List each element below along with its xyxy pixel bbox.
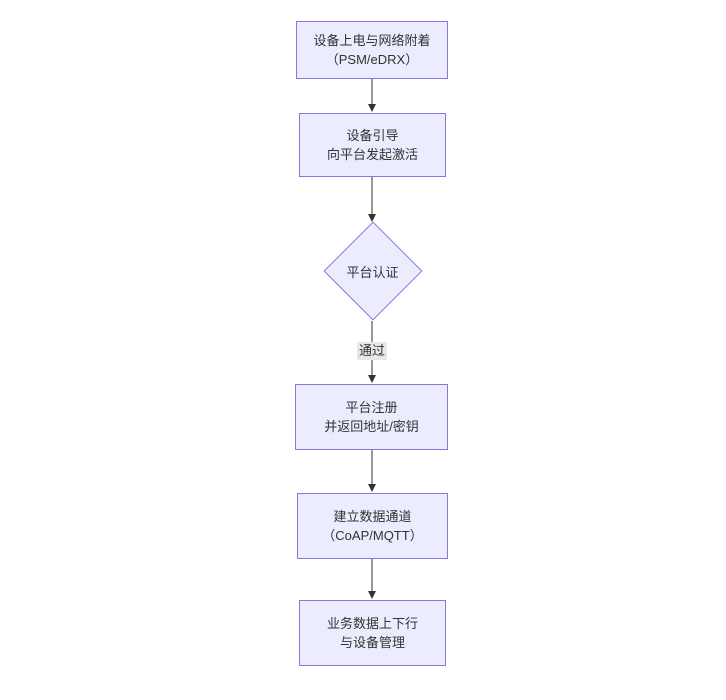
- node-text-line: 与设备管理: [339, 635, 405, 650]
- flow-arrow: 通过: [356, 321, 388, 383]
- edge-label-pass: 通过: [356, 342, 388, 360]
- flow-node-platform-register: 平台注册 并返回地址/密钥: [295, 384, 448, 450]
- node-text-line: 平台注册: [345, 400, 398, 415]
- flow-arrow: [368, 177, 377, 222]
- flow-node-platform-auth-decision: 平台认证: [322, 221, 423, 321]
- arrow-line: [371, 450, 373, 486]
- arrow-head-icon: [368, 375, 376, 383]
- flow-arrow: [368, 450, 377, 492]
- node-text-line: 并返回地址/密钥: [324, 419, 419, 434]
- node-text-line: （CoAP/MQTT）: [322, 528, 423, 543]
- arrow-head-icon: [368, 591, 376, 599]
- arrow-head-icon: [368, 484, 376, 492]
- flow-node-data-channel: 建立数据通道 （CoAP/MQTT）: [297, 493, 448, 559]
- node-text-line: 平台认证: [346, 264, 399, 280]
- arrow-head-icon: [368, 104, 376, 112]
- node-text-line: （PSM/eDRX）: [325, 52, 419, 67]
- node-text-line: 向平台发起激活: [326, 147, 418, 162]
- flow-arrow: [368, 559, 377, 599]
- arrow-line: [371, 559, 373, 593]
- flow-node-business-data-mgmt: 业务数据上下行 与设备管理: [299, 600, 446, 666]
- arrow-line: [371, 177, 373, 216]
- flow-node-power-network-attach: 设备上电与网络附着 （PSM/eDRX）: [296, 21, 448, 79]
- node-text-line: 设备引导: [346, 128, 399, 143]
- flow-node-device-bootstrap: 设备引导 向平台发起激活: [299, 113, 446, 177]
- flow-arrow: [368, 79, 377, 112]
- node-text-line: 业务数据上下行: [326, 616, 418, 631]
- arrow-head-icon: [368, 214, 376, 222]
- node-text-line: 建立数据通道: [333, 509, 412, 524]
- node-text-line: 设备上电与网络附着: [313, 33, 431, 48]
- arrow-line: [371, 79, 373, 106]
